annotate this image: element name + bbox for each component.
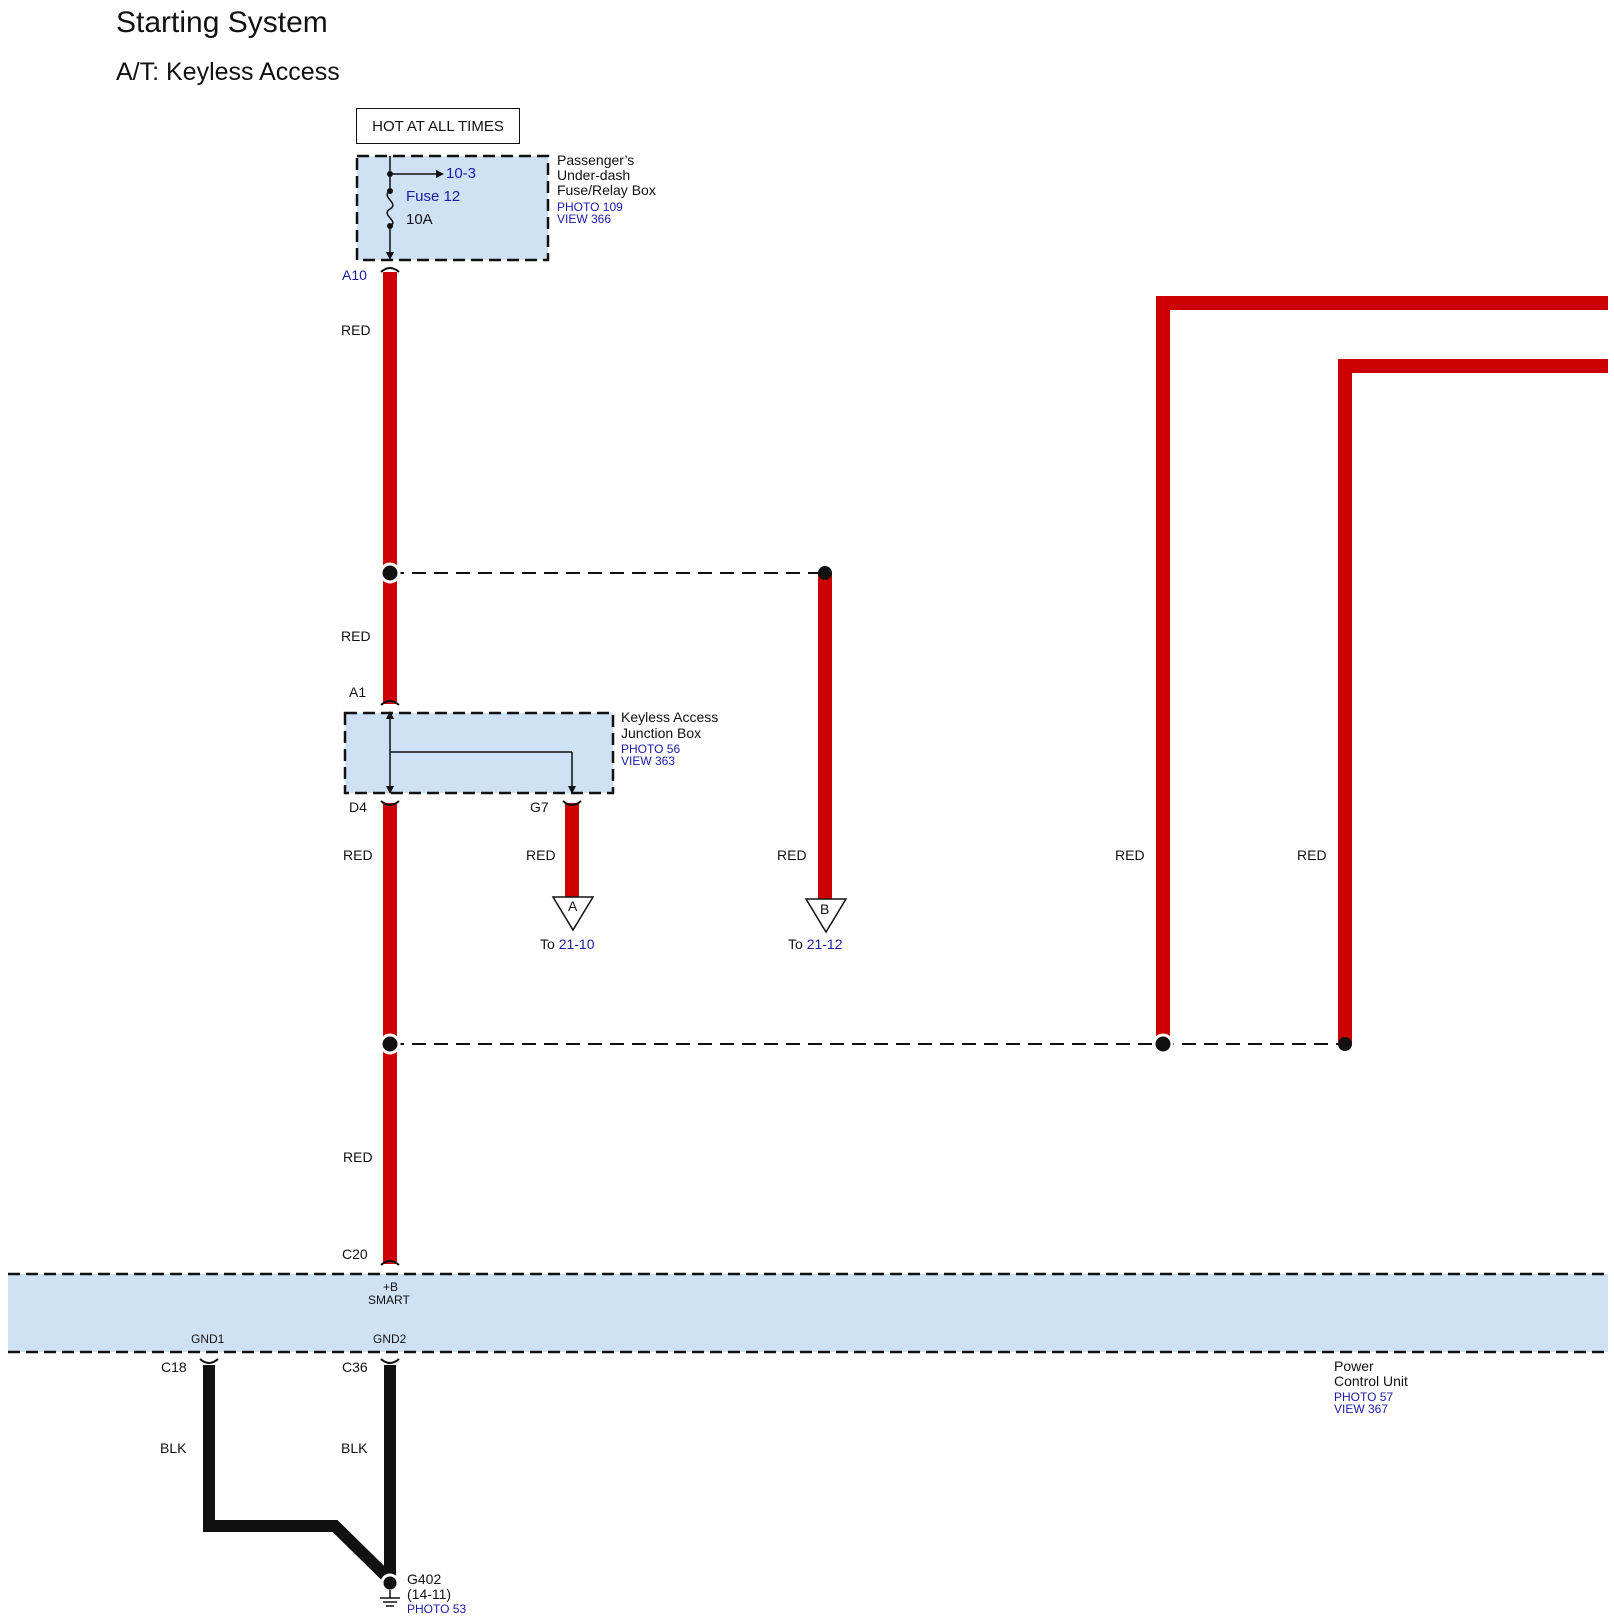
pcu-view-link[interactable]: VIEW 367 (1334, 1402, 1389, 1416)
connector-b-triangle (804, 898, 848, 934)
ground-ref: (14-11) (407, 1587, 451, 1602)
wire-color-label: RED (1297, 847, 1327, 863)
pin-a10: A10 (342, 267, 367, 283)
pin-g7: G7 (530, 799, 549, 815)
fuse-box-photo-link[interactable]: PHOTO 109 (557, 200, 623, 214)
ground-dot (380, 1573, 400, 1593)
arrow-up-icon (386, 711, 394, 719)
connector-cap (562, 800, 582, 806)
junction-box-name: Keyless Access (621, 709, 719, 725)
fuse-box-name: Passenger’s (557, 152, 635, 168)
page-title: Starting System (116, 6, 328, 39)
fuse-box-name: Under-dash (557, 167, 631, 183)
wire-black-gnd1 (203, 1365, 395, 1585)
splice-dot (1338, 1037, 1352, 1051)
wire-color-label: RED (1115, 847, 1145, 863)
pcu-power-terminal: SMART (368, 1293, 410, 1307)
connector-cap (380, 800, 400, 806)
ground-ref-text[interactable]: (14-11) (407, 1586, 452, 1602)
wire-color-label: RED (343, 847, 373, 863)
wire-color-label: RED (341, 628, 371, 644)
splice-dot (1152, 1033, 1174, 1055)
pcu-gnd1-terminal: GND1 (191, 1332, 225, 1346)
splice-dot (818, 566, 832, 580)
connector-cap (380, 700, 400, 706)
junction-box-name: Junction Box (621, 725, 702, 741)
pin-a1: A1 (349, 684, 367, 700)
pcu-gnd2-terminal: GND2 (373, 1332, 407, 1346)
pin-c18: C18 (161, 1359, 187, 1375)
pin-c20: C20 (342, 1246, 368, 1262)
connector-b-letter: B (820, 901, 830, 917)
arrow-right-icon (436, 170, 444, 178)
ground-photo-link[interactable]: PHOTO 53 (407, 1602, 467, 1616)
connector-a-page-link[interactable]: 21-10 (558, 936, 595, 952)
pcu-name: Control Unit (1334, 1373, 1408, 1389)
wire-color-label: RED (526, 847, 556, 863)
connector-a-target: To 21-10 (540, 937, 595, 952)
wire-color-label: RED (343, 1149, 373, 1165)
junction-box (343, 711, 615, 795)
fuse-box-name: Fuse/Relay Box (557, 182, 656, 198)
pcu-power-terminal: +B (383, 1280, 399, 1294)
connector-b-page-link[interactable]: 21-12 (806, 936, 843, 952)
splice-dot (379, 562, 401, 584)
pcu-box (8, 1274, 1608, 1352)
wire-color-label: BLK (341, 1440, 368, 1456)
pcu-name: Power (1334, 1358, 1374, 1374)
arrow-down-icon (386, 252, 394, 260)
fuse-number: Fuse 12 (406, 188, 461, 205)
wire-red-right-2 (1338, 359, 1608, 1044)
connector-a-letter: A (568, 898, 578, 914)
wire-color-label: RED (341, 322, 371, 338)
connector-a-triangle (551, 896, 595, 932)
page-subtitle: A/T: Keyless Access (116, 58, 340, 86)
connector-cap (380, 1358, 400, 1364)
fuse-ref-link[interactable]: 10-3 (446, 165, 477, 182)
arrow-down-icon (568, 786, 576, 794)
junction-box-view-link[interactable]: VIEW 363 (621, 754, 676, 768)
hot-at-all-times-label: HOT AT ALL TIMES (356, 108, 520, 144)
arrow-down-icon (386, 786, 394, 794)
wire-color-label: RED (777, 847, 807, 863)
fuse-box-view-link[interactable]: VIEW 366 (557, 212, 612, 226)
connector-a-prefix: To (540, 936, 559, 952)
wire-color-label: BLK (160, 1440, 187, 1456)
pin-c36: C36 (342, 1359, 368, 1375)
connector-b-prefix: To (788, 936, 807, 952)
pin-d4: D4 (349, 799, 367, 815)
fuse-rating: 10A (406, 211, 433, 228)
fuse-symbol-icon (386, 190, 394, 227)
connector-cap (199, 1358, 219, 1364)
junction-box-photo-link[interactable]: PHOTO 56 (621, 742, 681, 756)
connector-cap (380, 1260, 400, 1266)
wire-red-right-1 (1156, 296, 1608, 1044)
ground-id: G402 (407, 1571, 442, 1587)
splice-dot (379, 1033, 401, 1055)
pcu-photo-link[interactable]: PHOTO 57 (1334, 1390, 1394, 1404)
connector-b-target: To 21-12 (788, 937, 843, 952)
connector-cap (380, 267, 400, 273)
